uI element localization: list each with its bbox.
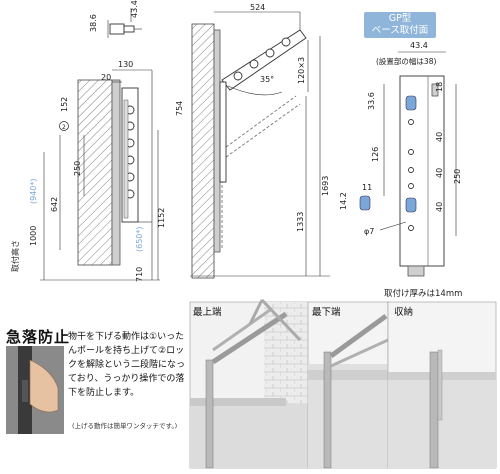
photo-stored: [387, 301, 497, 469]
dim-43-4-top: 43.4: [130, 0, 139, 18]
dim-126: 126: [371, 147, 380, 162]
top-view-bracket: 38.6 43.4: [89, 0, 142, 38]
svg-text:2: 2: [62, 124, 66, 131]
dim-250-base: 250: [453, 169, 462, 184]
dim-40-a: 40: [435, 132, 444, 142]
install-width-note: (設置部の幅は38): [376, 56, 436, 66]
thickness-note: 取付け厚みは14mm: [384, 288, 462, 299]
warning-text: 物干を下げる動作は①いったんポールを持ち上げて②ロックを解除という二段階になって…: [68, 332, 186, 398]
dim-40-b: 40: [435, 168, 444, 178]
dim-130: 130: [118, 60, 133, 69]
photo-bottom-position: [307, 301, 389, 469]
hole-phi-7: φ7: [364, 227, 374, 236]
hand-photo: [6, 346, 64, 434]
dim-20: 20: [101, 73, 111, 82]
label-top-position: 最上端: [193, 307, 222, 318]
dim-11: 11: [362, 183, 372, 192]
install-height-label: 取付高さ: [10, 240, 20, 272]
photo-top-position: [189, 298, 309, 469]
dim-754: 754: [175, 101, 184, 116]
side-view-diagram: 130 20 2 152 250 642 取付高さ 1000 (940*) 11…: [10, 60, 166, 282]
angle-35: 35°: [260, 75, 274, 84]
gp-type-badge: GP型 ベース取付面: [364, 12, 436, 38]
height-1000: 1000: [29, 226, 38, 246]
circle-2-marker: [59, 121, 69, 131]
dim-710: 710: [135, 267, 144, 282]
dim-33-6: 33.6: [367, 92, 376, 110]
height-940-alt: (940*): [29, 178, 38, 204]
dim-14-2: 14.2: [339, 192, 348, 210]
dim-1333: 1333: [296, 212, 305, 232]
label-bottom-position: 最下端: [312, 307, 341, 318]
dim-43-4-base: 43.4: [410, 41, 428, 50]
dim-152: 152: [60, 97, 69, 112]
warning-title: 急落防止: [6, 328, 71, 346]
dim-40-c: 40: [435, 202, 444, 212]
angle-view-diagram: 35° 524 754 120×3 1693 1333: [175, 3, 330, 279]
base-plate-diagram: 33.6 18 40 126 40 250 40 14.2 11 φ7: [339, 51, 462, 277]
warning-note: (上げる動作は簡単ワンタッチです。): [72, 422, 178, 430]
dim-250-side: 250: [73, 161, 82, 176]
dim-120x3: 120×3: [297, 57, 306, 84]
dim-1693: 1693: [321, 176, 330, 196]
dim-18: 18: [435, 82, 444, 92]
gp-badge-text: GP型 ベース取付面: [371, 13, 429, 36]
dim-650-alt: (650*): [135, 226, 144, 252]
dim-1152: 1152: [157, 208, 166, 228]
dim-524: 524: [250, 3, 265, 12]
label-stored: 収納: [394, 307, 414, 318]
dim-642: 642: [50, 197, 59, 212]
dim-38-6: 38.6: [89, 14, 98, 32]
